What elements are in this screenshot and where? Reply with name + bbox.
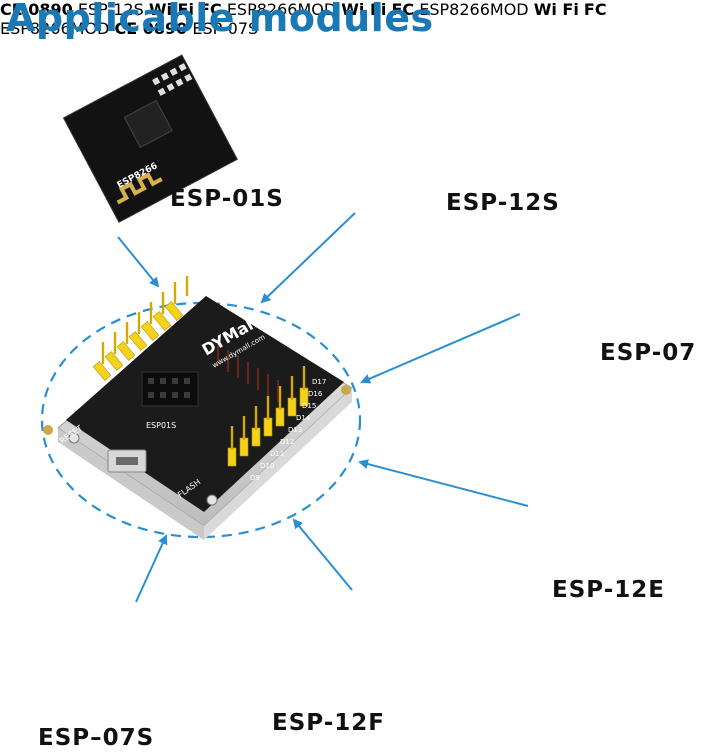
arrow-esp07s	[135, 534, 168, 603]
svg-text:D14: D14	[296, 414, 311, 422]
svg-text:D13: D13	[288, 426, 302, 434]
svg-text:D16: D16	[308, 390, 323, 398]
label-esp01s: ESP-01S	[170, 186, 284, 212]
module-esp07s-image: CE 0890 ESP-07S	[114, 19, 258, 38]
page-title: Applicable modules	[6, 0, 434, 40]
arrow-esp07	[360, 313, 521, 384]
arrows	[117, 212, 529, 603]
esp12f-wifi-logo: Wi Fi	[533, 0, 579, 19]
module-esp12e-image: Wi Fi FC ESP8266MOD	[341, 0, 533, 19]
flash-button-graphic	[206, 494, 218, 506]
label-esp12f: ESP-12F	[272, 710, 385, 736]
esp12s-chip-text: ESP-12S	[77, 0, 144, 19]
arrow-esp12e	[358, 459, 529, 507]
esp07-wifi-logo: Wi Fi	[148, 0, 194, 19]
esp07s-ce-text: CE 0890	[114, 19, 188, 38]
socket-pins	[217, 344, 279, 402]
module-esp01s-image: ESP8266	[62, 54, 238, 223]
module-esp12s-image: CE 0890 ESP-12S	[0, 0, 149, 19]
arrow-esp12s	[260, 212, 356, 304]
label-esp07: ESP-07	[600, 340, 697, 366]
label-esp12s: ESP-12S	[446, 190, 560, 216]
board-socket-label: ESP01S	[146, 421, 176, 430]
esp12e-chip-text: ESP8266MOD	[419, 0, 529, 19]
label-esp07s: ESP–07S	[38, 725, 155, 751]
svg-text:D11: D11	[270, 450, 284, 458]
esp07-fc-logo: FC	[199, 0, 222, 19]
label-esp12e: ESP-12E	[552, 577, 665, 603]
arrow-esp12f	[292, 518, 353, 591]
module-esp07-image: Wi Fi FC ESP8266MOD	[149, 0, 341, 19]
esp12f-fc-logo: FC	[583, 0, 607, 19]
arrow-esp01s	[117, 236, 160, 288]
esp12s-ce-text: CE 0890	[0, 0, 73, 19]
module-esp12f-image: Wi Fi FC ESP8266MOD	[0, 0, 607, 38]
esp07s-chip-text: ESP-07S	[192, 19, 259, 38]
reset-button-graphic	[68, 432, 80, 444]
svg-text:D12: D12	[280, 438, 294, 446]
svg-text:D9: D9	[250, 474, 260, 482]
esp12e-wifi-logo: Wi Fi	[341, 0, 387, 19]
svg-text:D10: D10	[260, 462, 274, 470]
svg-text:D17: D17	[312, 378, 326, 386]
pin-header-left	[92, 301, 184, 381]
esp12f-chip-text: ESP8266MOD	[0, 19, 110, 38]
breakout-board: DYMall www.dymall.com POWER RESET FLASH …	[43, 276, 353, 540]
board-pin-labels: D17 D16 D15 D14 D13 D12 D11 D10 D9	[250, 378, 326, 482]
esp12e-fc-logo: FC	[391, 0, 415, 19]
svg-text:D15: D15	[302, 402, 316, 410]
pin-header-right	[227, 387, 309, 467]
esp01-socket	[141, 371, 199, 407]
esp07-chip-text: ESP8266MOD	[226, 0, 337, 19]
